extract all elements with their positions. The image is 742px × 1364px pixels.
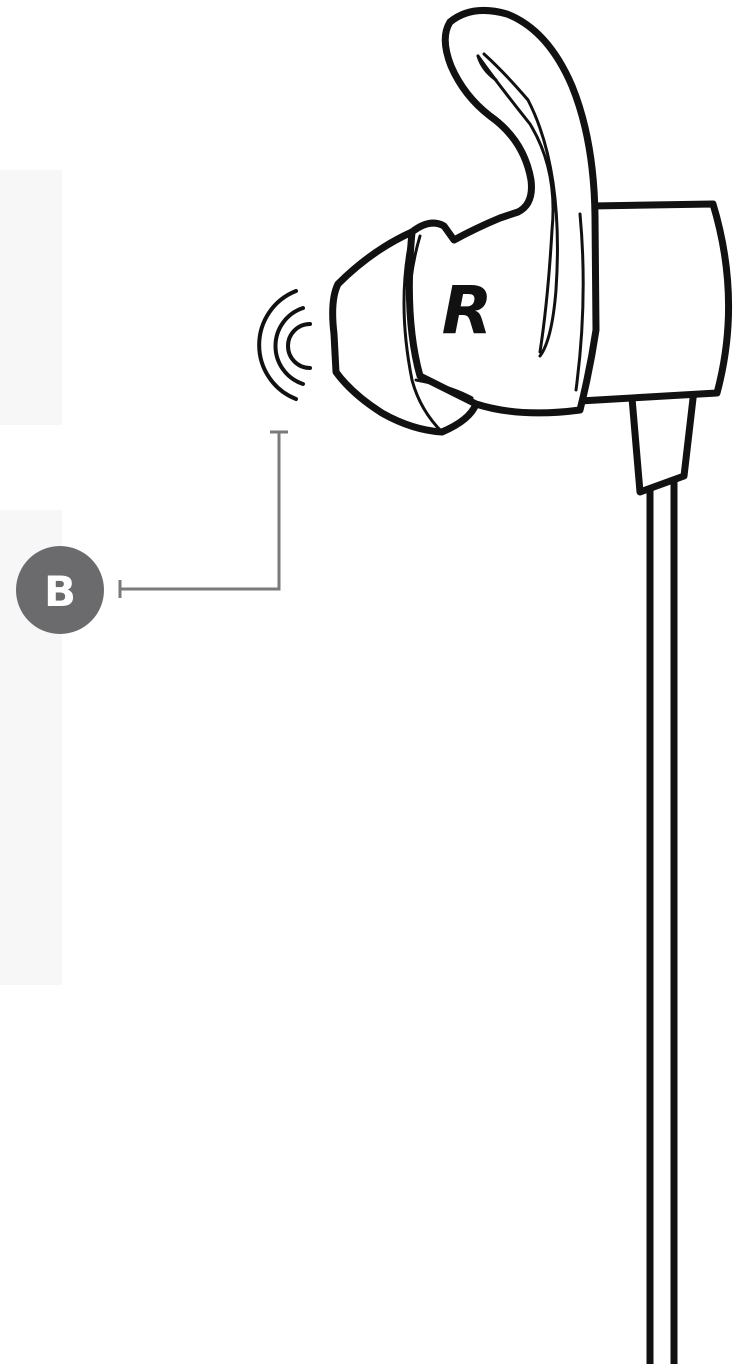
earbud-side-label: R — [442, 272, 493, 349]
callout-badge: B — [16, 546, 104, 634]
callout-letter: B — [44, 567, 76, 616]
callout-leader-line — [118, 430, 288, 598]
background-panel-top — [0, 170, 62, 425]
earbud-body — [329, 6, 733, 496]
earbud-cable — [646, 478, 678, 1364]
signal-waves-icon — [257, 289, 312, 401]
callout-badge-circle — [16, 546, 104, 634]
earbud-details — [402, 52, 585, 434]
